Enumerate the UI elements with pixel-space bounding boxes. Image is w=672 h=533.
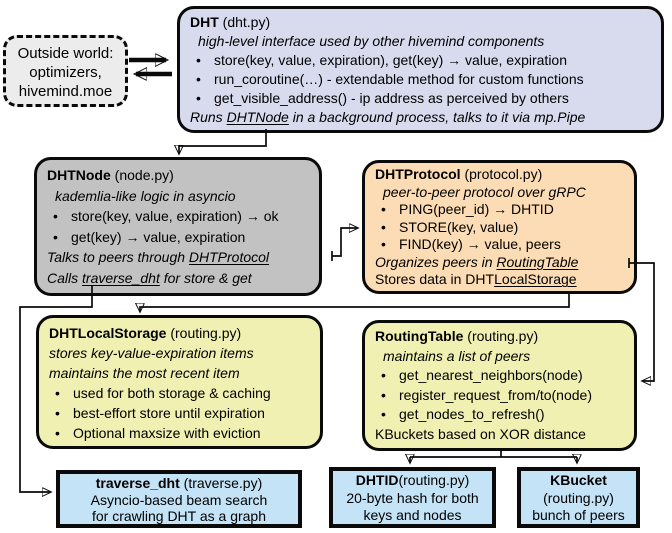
dht-file: (dht.py)	[218, 14, 271, 30]
kbucket-desc: bunch of peers	[532, 507, 625, 523]
traverse-dht-box: traverse_dht (traverse.py) Asyncio-based…	[56, 470, 302, 528]
traverse-dht-name: traverse_dht	[95, 475, 180, 491]
routingtable-footer: KBuckets based on XOR distance	[375, 425, 586, 442]
dhtlocalstorage-box: DHTLocalStorage (routing.py) stores key-…	[36, 315, 323, 449]
traverse-dht-link: traverse_dht	[82, 269, 160, 286]
dhtnode-link: DHTNode	[226, 109, 289, 125]
bullet-icon: •	[55, 385, 60, 401]
dhtlocalstorage-bullet: •used for both storage & caching	[49, 383, 320, 403]
bullet-icon: •	[196, 90, 201, 106]
dhtid-box: DHTID(routing.py) 20-byte hash for both …	[329, 467, 496, 528]
dht-bullet: •run_coroutine(…) - extendable method fo…	[190, 70, 661, 89]
dhtprotocol-name: DHTProtocol	[375, 166, 461, 182]
dhtnode-subtitle: kademlia-like logic in asyncio	[55, 187, 236, 204]
dhtlocalstorage-file: (routing.py)	[166, 325, 242, 341]
bullet-icon: •	[196, 71, 201, 87]
dhtlocalstorage-subtitle: stores key-value-expiration items	[49, 345, 254, 361]
dhtnode-name: DHTNode	[47, 167, 111, 183]
dhtid-file: (routing.py)	[398, 472, 470, 488]
dhtid-desc: keys and nodes	[363, 507, 462, 523]
bullet-icon: •	[53, 228, 58, 245]
dhtid-title: DHTID(routing.py)	[333, 472, 492, 490]
outside-world-line: Outside world:	[17, 45, 114, 62]
dhtprotocol-bullet: •FIND(key) → value, peers	[375, 236, 634, 254]
dhtlocalstorage-bullet: •Optional maxsize with eviction	[49, 423, 320, 443]
routingtable-file: (routing.py)	[463, 328, 539, 344]
routingtable-link: RoutingTable	[496, 253, 579, 270]
routingtable-bullet: •register_request_from/to(node)	[375, 386, 634, 406]
outside-world-box: Outside world: optimizers, hivemind.moe	[3, 35, 128, 107]
dhtnode-bullet: •store(key, value, expiration) → ok	[47, 206, 319, 227]
dhtnode-box: DHTNode (node.py) kademlia-like logic in…	[34, 157, 322, 296]
outside-world-line: hivemind.moe	[18, 83, 113, 100]
traverse-dht-desc: Asyncio-based beam search	[90, 491, 268, 508]
dhtprotocol-subtitle: peer-to-peer protocol over gRPC	[383, 183, 586, 200]
outside-world-line: optimizers,	[29, 64, 102, 81]
bullet-icon: •	[381, 406, 386, 422]
routingtable-title: RoutingTable (routing.py)	[375, 327, 634, 347]
dhtid-name: DHTID	[355, 472, 399, 488]
dht-name: DHT	[190, 14, 219, 30]
routingtable-name: RoutingTable	[375, 328, 464, 344]
dhtprotocol-bullet: •PING(peer_id) → DHTID	[375, 201, 634, 219]
dhtnode-bullet: •get(key) → value, expiration	[47, 227, 319, 248]
dhtnode-title: DHTNode (node.py)	[47, 165, 319, 186]
kbucket-name: KBucket	[550, 472, 607, 488]
bullet-icon: •	[53, 208, 58, 224]
kbucket-title: KBucket	[521, 472, 636, 490]
dhtprotocol-file: (protocol.py)	[460, 166, 543, 182]
localstorage-link: LocalStorage	[494, 271, 577, 287]
dhtprotocol-footer: Stores data in DHTLocalStorage	[375, 271, 577, 287]
routingtable-box: RoutingTable (routing.py) maintains a li…	[362, 320, 637, 451]
dhtnode-footer: Calls traverse_dht for store & get	[47, 269, 252, 286]
routingtable-subtitle: maintains a list of peers	[383, 347, 531, 364]
routingtable-bullet: •get_nearest_neighbors(node)	[375, 366, 634, 386]
traverse-dht-title: traverse_dht (traverse.py)	[60, 475, 298, 492]
routingtable-bullet: •get_nodes_to_refresh()	[375, 405, 634, 425]
bullet-icon: •	[381, 236, 386, 252]
bullet-icon: •	[381, 218, 386, 235]
dhtprotocol-title: DHTProtocol (protocol.py)	[375, 166, 634, 184]
dhtnode-file: (node.py)	[110, 167, 174, 183]
kbucket-box: KBucket (routing.py) bunch of peers	[517, 467, 640, 528]
dhtlocalstorage-title: DHTLocalStorage (routing.py)	[49, 323, 320, 343]
bullet-icon: •	[381, 367, 386, 383]
kbucket-file: (routing.py)	[543, 489, 614, 506]
bullet-icon: •	[196, 52, 201, 68]
bullet-icon: •	[381, 201, 386, 217]
dhtnode-to-dhtprotocol-arrow	[332, 228, 357, 257]
dht-bullet: •get_visible_address() - ip address as p…	[190, 89, 661, 108]
dht-bullet: •store(key, value, expiration), get(key)…	[190, 51, 661, 70]
dhtnode-footer: Talks to peers through DHTProtocol	[47, 249, 270, 265]
dhtlocalstorage-bullet: •best-effort store until expiration	[49, 403, 320, 423]
traverse-dht-desc: for crawling DHT as a graph	[91, 508, 267, 524]
dhtid-desc: 20-byte hash for both	[346, 489, 479, 506]
traverse-dht-file: (traverse.py)	[179, 475, 263, 491]
dht-title: DHT (dht.py)	[190, 13, 661, 32]
bullet-icon: •	[381, 386, 386, 403]
dhtlocalstorage-name: DHTLocalStorage	[49, 325, 167, 341]
dht-footer: Runs DHTNode in a background process, ta…	[190, 109, 586, 125]
bullet-icon: •	[55, 405, 60, 421]
bullet-icon: •	[55, 425, 60, 441]
dht-box: DHT (dht.py) high-level interface used b…	[177, 6, 664, 133]
dhtprotocol-link: DHTProtocol	[188, 249, 270, 265]
dhtprotocol-footer: Organizes peers in RoutingTable	[375, 253, 579, 270]
dhtprotocol-bullet: •STORE(key, value)	[375, 219, 634, 237]
dht-subtitle: high-level interface used by other hivem…	[198, 33, 545, 49]
dhtlocalstorage-subtitle: maintains the most recent item	[49, 365, 240, 381]
dhtprotocol-box: DHTProtocol (protocol.py) peer-to-peer p…	[362, 160, 637, 294]
